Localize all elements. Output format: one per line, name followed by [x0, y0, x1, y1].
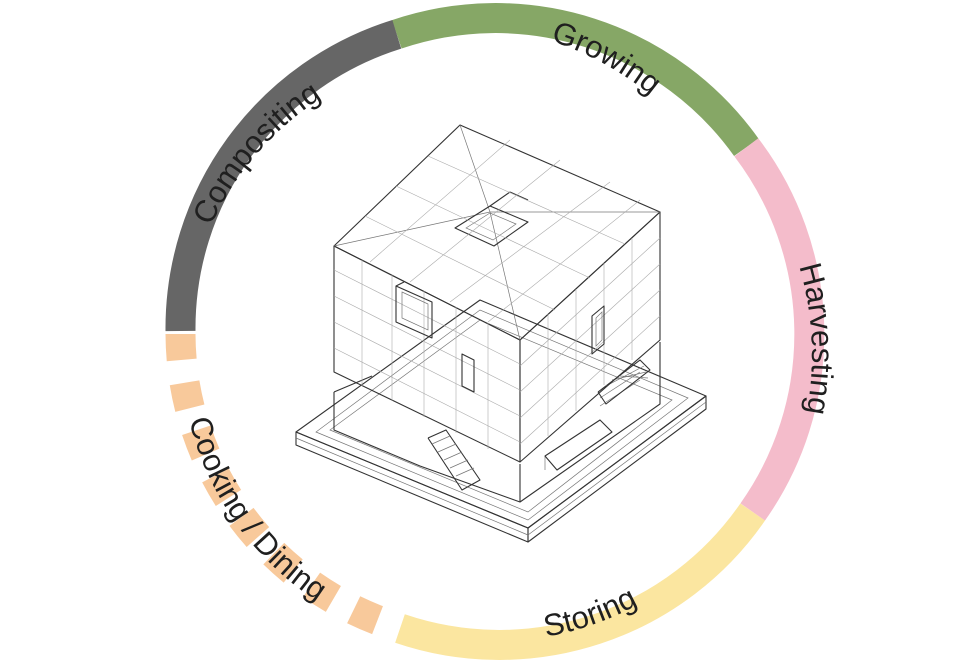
side-stairs — [597, 359, 651, 405]
cooking-dining-arc — [165, 333, 399, 641]
house-axonometric-drawing — [295, 124, 707, 543]
ring-arcs — [165, 3, 825, 660]
storing-arc — [395, 503, 766, 660]
cooking-dashed-arc — [165, 333, 399, 641]
base-plinth — [295, 299, 707, 543]
cooking-dining-label: Cooking / Dining — [182, 413, 333, 608]
lattice-right — [519, 237, 661, 445]
lattice-left — [333, 260, 521, 449]
lattice-roof — [364, 139, 641, 323]
harvesting-arc — [734, 138, 825, 521]
compositing-arc — [165, 19, 402, 332]
compositing-label: Compositing — [186, 74, 326, 229]
main-cube — [333, 124, 661, 463]
growing-arc — [392, 3, 759, 157]
windows — [395, 281, 605, 393]
front-stairs — [427, 429, 481, 491]
lower-floor — [333, 342, 661, 503]
